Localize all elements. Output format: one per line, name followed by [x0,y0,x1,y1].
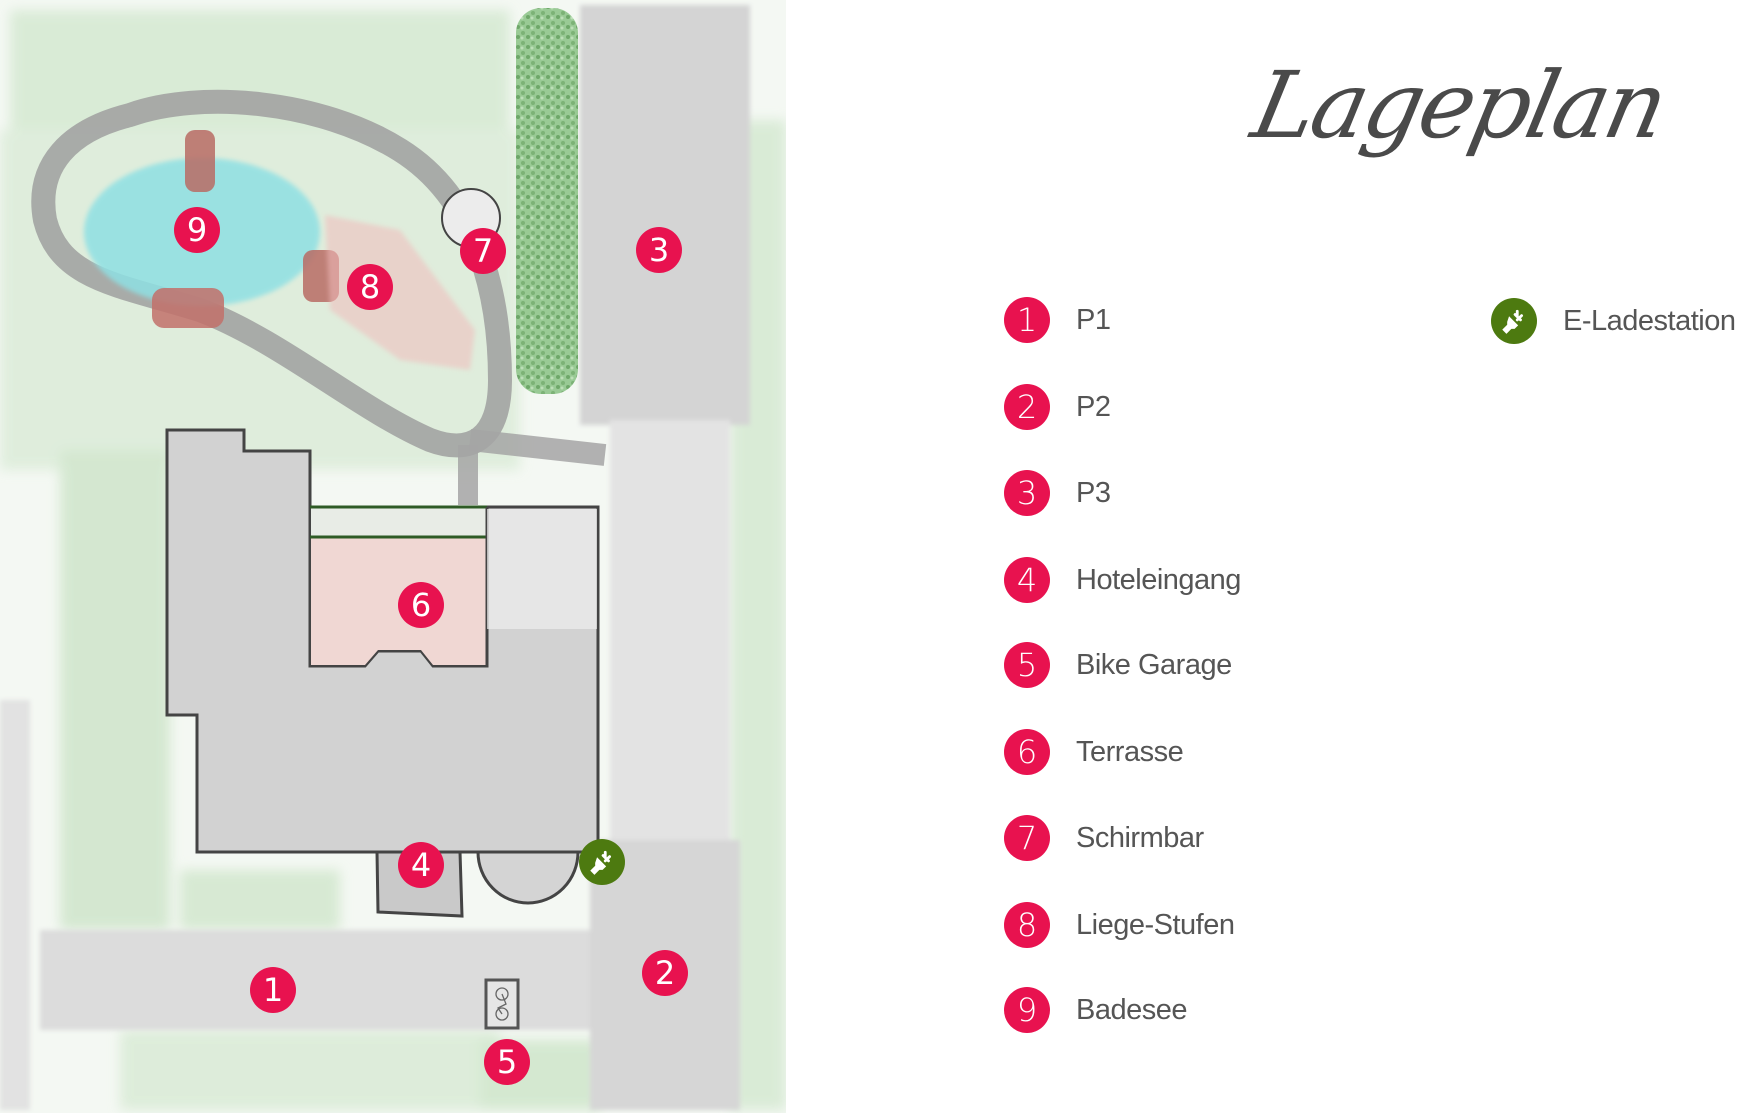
legend-item-badesee: 9 Badesee [1004,987,1188,1033]
legend-label: Bike Garage [1076,648,1232,681]
hedge [516,8,578,394]
legend-item-schirmbar: 7 Schirmbar [1004,815,1204,861]
site-map [0,0,786,1113]
garden-path [31,89,512,458]
bike-garage [484,978,520,1030]
plug-icon [590,850,611,875]
plug-icon [1502,309,1523,334]
map-marker-4[interactable]: 4 [398,842,444,888]
legend-item-p3: 3 P3 [1004,470,1111,516]
legend-label: Liege-Stufen [1076,908,1235,941]
map-marker-1[interactable]: 1 [250,967,296,1013]
map-marker-5[interactable]: 5 [484,1039,530,1085]
map-marker-6[interactable]: 6 [398,582,444,628]
map-marker-7[interactable]: 7 [460,228,506,274]
lounge-steps [325,215,475,370]
legend-label: Badesee [1076,993,1188,1026]
legend-marker: 6 [1004,729,1050,775]
legend-label: P3 [1076,476,1111,509]
legend-marker: 8 [1004,902,1050,948]
semicircle-porch [476,850,580,905]
page-title: Lageplan [1243,52,1675,159]
legend-marker: 3 [1004,470,1050,516]
legend-label: P2 [1076,390,1111,423]
legend-item-terrasse: 6 Terrasse [1004,729,1184,775]
map-marker-2[interactable]: 2 [642,950,688,996]
legend-item-p2: 2 P2 [1004,384,1111,430]
legend-marker: 2 [1004,384,1050,430]
paved-areas [0,5,750,1110]
legend-label: P1 [1076,303,1111,336]
legend-label: E-Ladestation [1563,304,1736,337]
map-marker-3[interactable]: 3 [636,227,682,273]
bicycle-icon [495,987,509,1021]
legend-plug-marker [1491,298,1537,344]
legend-label: Terrasse [1076,735,1184,768]
map-charging-station[interactable] [579,839,625,885]
legend-label: Schirmbar [1076,821,1204,854]
legend-item-hoteleingang: 4 Hoteleingang [1004,557,1241,603]
legend-label: Hoteleingang [1076,563,1241,596]
legend-item-liege-stufen: 8 Liege-Stufen [1004,902,1235,948]
legend-item-e-ladestation: E-Ladestation [1491,298,1736,344]
legend-item-p1: 1 P1 [1004,297,1111,343]
legend-marker: 7 [1004,815,1050,861]
map-marker-9[interactable]: 9 [174,207,220,253]
legend-marker: 1 [1004,297,1050,343]
legend-marker: 4 [1004,557,1050,603]
legend-marker: 5 [1004,642,1050,688]
legend-marker: 9 [1004,987,1050,1033]
map-marker-8[interactable]: 8 [347,264,393,310]
legend-item-bike-garage: 5 Bike Garage [1004,642,1232,688]
